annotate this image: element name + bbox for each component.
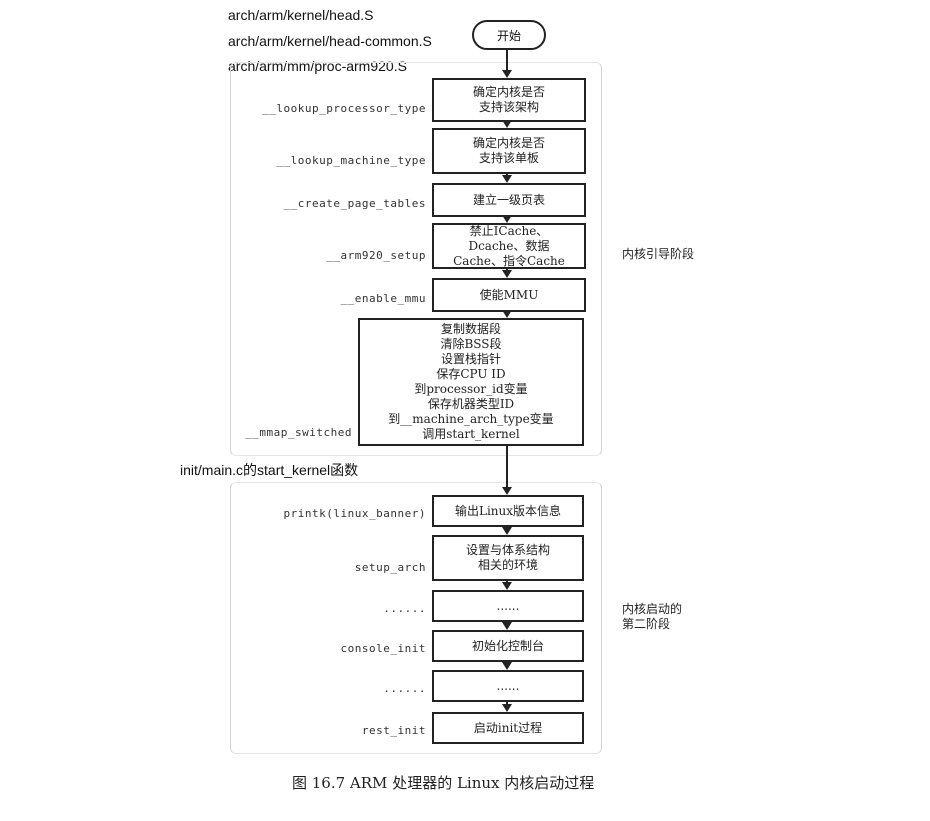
stage2-frame <box>230 482 602 754</box>
stage1-arrow-arrowhead <box>502 270 512 278</box>
stage2-step-box: 启动init过程 <box>432 712 584 744</box>
step-text-line: ...... <box>496 678 520 693</box>
stage1-arrow-line <box>506 172 508 177</box>
step-text-line: 到processor_id变量 <box>414 382 528 396</box>
stage1-step-box: 使能MMU <box>432 278 586 312</box>
step-text-line: 初始化控制台 <box>471 638 544 653</box>
step-text-line: 启动init过程 <box>473 720 543 735</box>
stage1-label-line: 内核引导阶段 <box>622 247 695 261</box>
stage1-arrow-arrowhead <box>502 215 512 223</box>
stage2-arrow-arrowhead <box>502 582 512 590</box>
stage2-step-box: ...... <box>432 590 584 622</box>
stage1-function-label: __enable_mmu <box>340 292 426 305</box>
stage2-arrow-arrowhead <box>502 622 512 630</box>
step-text-line: 禁止ICache、 <box>469 223 549 238</box>
stage1-step-box: 确定内核是否支持该单板 <box>432 128 586 174</box>
start-terminal: 开始 <box>472 20 546 50</box>
start-label: 开始 <box>496 28 521 43</box>
figure-caption: 图 16.7 ARM 处理器的 Linux 内核启动过程 <box>292 774 595 792</box>
stage1-label: 内核引导阶段 <box>622 247 694 262</box>
stage2-arrow-line <box>506 700 508 706</box>
stage2-function-label: printk(linux_banner) <box>283 507 426 520</box>
stage1-function-label: __mmap_switched <box>245 426 352 439</box>
stage1-function-label: __lookup_machine_type <box>276 154 426 167</box>
stage2-arrow-arrowhead <box>502 704 512 712</box>
step-text-line: 确定内核是否 <box>472 136 545 150</box>
stage2-step-box: 输出Linux版本信息 <box>432 495 584 527</box>
step-text-line: 支持该单板 <box>478 151 539 165</box>
step-text-line: 确定内核是否 <box>472 85 545 99</box>
stage2-function-label: ...... <box>383 682 426 695</box>
stage-transition-arrow-arrowhead <box>502 487 512 495</box>
stage2-step-box: 初始化控制台 <box>432 630 584 662</box>
step-text-line: 清除BSS段 <box>440 337 502 351</box>
stage1-arrow-arrowhead <box>502 310 512 318</box>
stage1-function-label: __arm920_setup <box>326 249 426 262</box>
stage1-function-label: __create_page_tables <box>283 197 426 210</box>
stage2-label-line: 第二阶段 <box>622 617 671 631</box>
step-text-line: Dcache、数据 <box>468 238 550 253</box>
start-arrow-line <box>506 48 508 72</box>
step-text-line: 支持该架构 <box>478 100 539 114</box>
step-text-line: 保存机器类型ID <box>427 397 515 411</box>
stage1-arrow-arrowhead <box>502 175 512 183</box>
stage1-arrow-line <box>506 267 508 272</box>
stage2-arrow-arrowhead <box>502 527 512 535</box>
stage1-frame <box>230 62 602 456</box>
stage-transition-arrow-line <box>506 444 508 489</box>
stage2-function-label: console_init <box>340 642 426 655</box>
source-file-head: arch/arm/kernel/head.S <box>228 7 374 23</box>
step-text-line: 保存CPU ID <box>436 367 506 381</box>
stage1-arrow-arrowhead <box>502 120 512 128</box>
stage2-step-box: 设置与体系结构相关的环境 <box>432 535 584 581</box>
stage2-arrow-arrowhead <box>502 662 512 670</box>
stage2-arrow-line <box>506 579 508 584</box>
step-text-line: 建立一级页表 <box>472 192 545 207</box>
step-text-line: Cache、指令Cache <box>453 253 565 268</box>
step-text-line: 到__machine_arch_type变量 <box>388 412 554 426</box>
stage2-label-line: 内核启动的 <box>622 602 683 616</box>
start-arrow-arrowhead <box>502 70 512 78</box>
step-text-line: 使能MMU <box>479 287 539 302</box>
stage2-step-box: ...... <box>432 670 584 702</box>
stage1-step-box: 确定内核是否支持该架构 <box>432 78 586 122</box>
stage2-function-label: rest_init <box>361 724 426 737</box>
stage1-step-box: 建立一级页表 <box>432 183 586 217</box>
source-file-main: init/main.c的start_kernel函数 <box>180 462 359 478</box>
step-text-line: 设置与体系结构 <box>465 543 550 557</box>
source-file-head-common: arch/arm/kernel/head-common.S <box>228 33 432 49</box>
step-text-line: ...... <box>496 598 520 613</box>
stage2-function-label: ...... <box>383 602 426 615</box>
stage2-function-label: setup_arch <box>354 561 426 574</box>
step-text-line: 调用start_kernel <box>422 427 520 441</box>
step-text-line: 设置栈指针 <box>440 352 501 366</box>
stage1-function-label: __lookup_processor_type <box>262 102 426 115</box>
step-text-line: 输出Linux版本信息 <box>454 503 562 518</box>
stage2-label: 内核启动的第二阶段 <box>622 602 682 632</box>
step-text-line: 相关的环境 <box>477 558 538 572</box>
step-text-line: 复制数据段 <box>440 322 501 336</box>
